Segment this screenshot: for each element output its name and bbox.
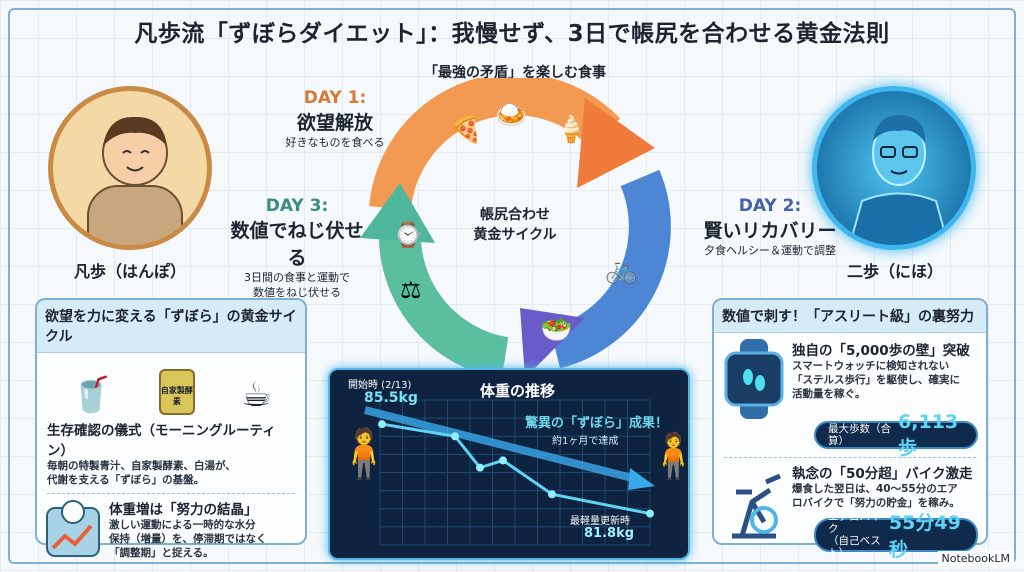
green-juice-icon: 🥤	[70, 375, 113, 415]
steps-line3: 活動量を稼ぐ。	[792, 388, 866, 400]
cycle-center-line2: 黄金サイクル	[473, 227, 557, 243]
chart-annotation-sub: 約1ヶ月で達成	[552, 436, 619, 447]
divider	[724, 457, 976, 458]
trend-arrow-head	[628, 468, 655, 490]
chart-annotation: 驚異の「ずぼら」成果！	[525, 416, 669, 431]
niho-name: 二歩（にほ）	[846, 262, 943, 281]
max-steps-label: 最大歩数（合算）	[828, 423, 891, 447]
weight-point	[499, 456, 507, 465]
hanpo-avatar	[48, 86, 212, 250]
day3-head: 数値でねじ伏せる	[230, 220, 364, 269]
trend-arrow	[364, 406, 641, 484]
after-character: 🧍	[646, 430, 688, 482]
routine-title: 生存確認の儀式（モーニングルーティン）	[47, 423, 276, 459]
steps-line2: 「ステルス歩行」を駆使し、確実に	[792, 374, 960, 386]
salad-icon: 🥗	[540, 315, 572, 345]
end-label: 最軽量更新時	[570, 516, 630, 527]
start-value: 85.5kg	[364, 390, 418, 406]
day2-label: DAY 2:	[738, 196, 802, 216]
bike-record-badge: エアロバイク（自己ベスト） 55分49秒	[814, 511, 978, 561]
day3-label: DAY 3:	[265, 196, 329, 216]
weight-chart-svg	[364, 399, 655, 546]
divider	[47, 493, 295, 494]
steps-line1: スマートウォッチに検知されない	[792, 360, 950, 372]
donburi-icon: 🍛	[495, 100, 527, 130]
day2-head: 賢いリカバリー	[703, 220, 837, 242]
cycle-arrows: 🍕 🍛 🍦 🚲 🥗 ⌚ ⚖	[360, 78, 671, 378]
day2-sub: 夕食ヘルシー＆運動で調整	[704, 244, 836, 257]
exercise-bike-icon	[732, 473, 781, 539]
max-steps-badge: 最大歩数（合算） 6,113歩	[814, 411, 978, 459]
left-panel: 欲望を力に変える「ずぼら」の黄金サイクル 🥤 自家製酵素 ☕ 生存確認の儀式（モ…	[35, 298, 307, 559]
weight-gain-line3: 「調整期」と捉える。	[109, 547, 214, 559]
steps-title: 独自の「5,000歩の壁」突破	[792, 343, 970, 359]
weight-gain-line1: 激しい運動による一時的な水分	[109, 519, 256, 531]
weight-point	[451, 432, 459, 441]
weight-point	[646, 509, 654, 518]
weight-point	[548, 490, 556, 499]
day3-sub1: 3日間の食事と運動で	[244, 271, 350, 284]
scale-graph-icon	[46, 500, 100, 557]
day1-head: 欲望解放	[296, 112, 373, 134]
weight-gain-title: 体重増は「努力の結晶」	[109, 502, 258, 518]
cycle-center: 帳尻合わせ 黄金サイクル	[465, 205, 565, 245]
day3-block: DAY 3: 数値でねじ伏せる 3日間の食事と運動で 数値をねじ伏せる	[222, 196, 372, 300]
niho-avatar	[812, 86, 976, 250]
weight-gain-line2: 保持（増量）を、停滞期ではなく	[109, 533, 267, 545]
weight-point	[378, 420, 386, 429]
hanpo-name: 凡歩（はんぽ）	[73, 262, 186, 281]
left-panel-heading: 欲望を力に変える「ずぼら」の黄金サイクル	[37, 300, 305, 353]
day3-sub2: 数値をねじ伏せる	[253, 286, 341, 299]
chart-title: 体重の推移	[480, 382, 556, 400]
end-value: 81.8kg	[584, 526, 635, 541]
cycle-center-line1: 帳尻合わせ	[480, 207, 550, 223]
smartwatch-steps-icon	[724, 339, 784, 419]
weight-point	[476, 463, 484, 472]
pizza-icon: 🍕	[450, 114, 482, 145]
day1-label: DAY 1:	[303, 88, 367, 108]
weight-chart: 体重の推移 開始時 (2/13) 85.5kg 驚異の「ずぼら」成果！ 約1ヶ月…	[328, 368, 690, 560]
cycle-caption: 「最強の矛盾」を楽しむ食事	[424, 65, 606, 81]
bike-record-label2: （自己ベスト）	[828, 535, 881, 559]
hot-water-cup-icon: ☕	[241, 375, 272, 415]
right-panel: 数値で刺す！「アスリート級」の裏努力 独自の「5,000歩の壁」突破 スマートウ…	[712, 298, 988, 561]
weight-line	[381, 422, 651, 516]
ice-cream-icon: 🍦	[555, 114, 587, 145]
bike-record-value: 55分49秒	[888, 512, 961, 561]
routine-line2: 代謝を支える「ずぼら」の基盤。	[47, 474, 205, 486]
max-steps-value: 6,113歩	[898, 410, 959, 459]
scale-icon: ⚖	[400, 276, 422, 304]
start-label: 開始時 (2/13)	[348, 380, 412, 391]
outer-frame	[8, 8, 1016, 564]
bike-line1: 爆食した翌日は、40〜55分のエア	[792, 483, 958, 495]
right-panel-heading: 数値で刺す！「アスリート級」の裏努力	[714, 300, 986, 333]
day1-block: DAY 1: 欲望解放 好きなものを食べる	[270, 88, 400, 150]
day2-block: DAY 2: 賢いリカバリー 夕食ヘルシー＆運動で調整	[695, 196, 845, 258]
bike-record-label1: エアロバイク	[828, 511, 881, 535]
enzyme-jar-icon: 自家製酵素	[158, 369, 195, 415]
notebooklm-credit: NotebookLM	[937, 551, 1014, 566]
smartwatch-icon: ⌚	[393, 221, 423, 249]
day1-sub: 好きなものを食べる	[285, 136, 385, 149]
before-character: 🧍	[334, 426, 394, 482]
bike-title: 執念の「50分超」バイク激走	[792, 466, 973, 482]
routine-line1: 毎朝の特製青汁、自家製酵素、白湯が、	[47, 460, 236, 472]
page-title: 凡歩流「ずぼらダイエット」：我慢せず、3日で帳尻を合わせる黄金法則	[134, 21, 890, 47]
bike-line2: ロバイクで「努力の貯金」を稼み。	[792, 497, 960, 509]
bike-icon: 🚲	[605, 255, 637, 285]
